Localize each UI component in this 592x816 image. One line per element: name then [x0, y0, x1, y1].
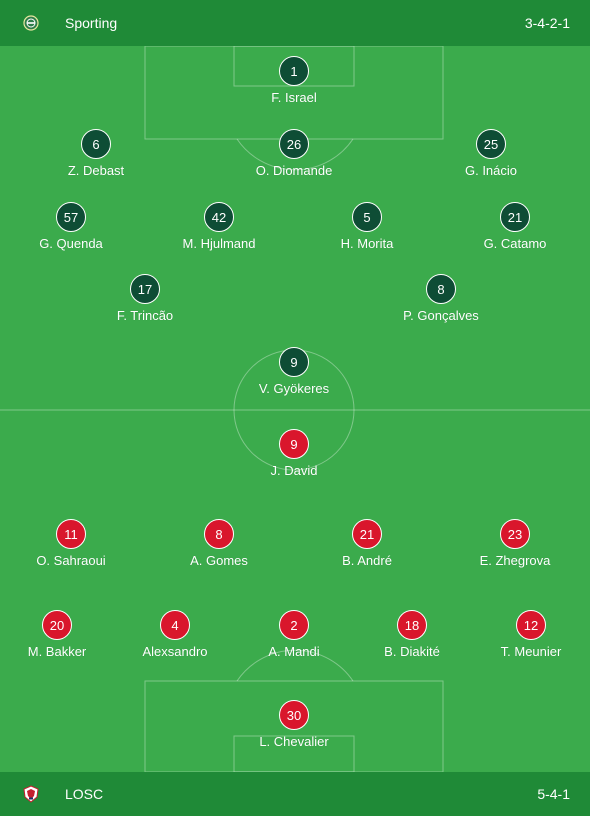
away-player-1[interactable]: 9 J. David — [234, 429, 354, 478]
away-player-9[interactable]: 18 B. Diakité — [352, 610, 472, 659]
shirt-number: 1 — [279, 56, 309, 86]
sporting-crest-icon — [22, 14, 40, 32]
player-name: L. Chevalier — [259, 734, 329, 749]
away-player-4[interactable]: 21 B. André — [307, 519, 427, 568]
shirt-number: 18 — [397, 610, 427, 640]
home-player-2[interactable]: 6 Z. Debast — [36, 129, 156, 178]
home-player-3[interactable]: 26 O. Diomande — [234, 129, 354, 178]
home-team-name: Sporting — [65, 15, 118, 31]
player-name: O. Sahraoui — [36, 553, 106, 568]
player-name: O. Diomande — [255, 163, 333, 178]
player-name: A. Gomes — [190, 553, 248, 568]
shirt-number: 2 — [279, 610, 309, 640]
shirt-number: 17 — [130, 274, 160, 304]
shirt-number: 26 — [279, 129, 309, 159]
player-name: T. Meunier — [500, 644, 562, 659]
player-name: B. Diakité — [384, 644, 440, 659]
home-player-1[interactable]: 1 F. Israel — [234, 56, 354, 105]
shirt-number: 4 — [160, 610, 190, 640]
shirt-number: 6 — [81, 129, 111, 159]
away-player-2[interactable]: 11 O. Sahraoui — [11, 519, 131, 568]
home-team-bar[interactable]: Sporting 3-4-2-1 — [0, 0, 590, 46]
away-team-formation: 5-4-1 — [537, 786, 570, 802]
shirt-number: 9 — [279, 347, 309, 377]
home-player-7[interactable]: 5 H. Morita — [307, 202, 427, 251]
shirt-number: 21 — [352, 519, 382, 549]
shirt-number: 20 — [42, 610, 72, 640]
player-name: F. Israel — [271, 90, 317, 105]
player-name: V. Gyökeres — [258, 381, 330, 396]
shirt-number: 23 — [500, 519, 530, 549]
home-player-6[interactable]: 42 M. Hjulmand — [159, 202, 279, 251]
player-name: J. David — [270, 463, 318, 478]
player-name: G. Inácio — [464, 163, 518, 178]
losc-crest-icon — [22, 785, 40, 803]
player-name: B. André — [342, 553, 392, 568]
player-name: M. Hjulmand — [182, 236, 256, 251]
player-name: M. Bakker — [27, 644, 87, 659]
home-player-10[interactable]: 8 P. Gonçalves — [381, 274, 501, 323]
player-name: E. Zhegrova — [479, 553, 551, 568]
home-player-9[interactable]: 17 F. Trincão — [85, 274, 205, 323]
away-player-8[interactable]: 2 A. Mandi — [234, 610, 354, 659]
shirt-number: 30 — [279, 700, 309, 730]
shirt-number: 11 — [56, 519, 86, 549]
player-name: A. Mandi — [268, 644, 320, 659]
player-name: H. Morita — [340, 236, 394, 251]
away-team-bar[interactable]: LOSC 5-4-1 — [0, 772, 590, 816]
shirt-number: 21 — [500, 202, 530, 232]
home-team-formation: 3-4-2-1 — [524, 15, 570, 31]
away-player-7[interactable]: 4 Alexsandro — [115, 610, 235, 659]
away-player-10[interactable]: 12 T. Meunier — [471, 610, 590, 659]
away-player-6[interactable]: 20 M. Bakker — [0, 610, 117, 659]
shirt-number: 9 — [279, 429, 309, 459]
player-name: G. Quenda — [39, 236, 103, 251]
away-team-name: LOSC — [65, 786, 104, 802]
shirt-number: 5 — [352, 202, 382, 232]
player-name: G. Catamo — [483, 236, 547, 251]
player-name: Alexsandro — [142, 644, 208, 659]
home-player-4[interactable]: 25 G. Inácio — [431, 129, 551, 178]
home-player-11[interactable]: 9 V. Gyökeres — [234, 347, 354, 396]
pitch: 1 F. Israel 6 Z. Debast 26 O. Diomande 2… — [0, 46, 590, 772]
away-player-11[interactable]: 30 L. Chevalier — [234, 700, 354, 749]
away-player-3[interactable]: 8 A. Gomes — [159, 519, 279, 568]
shirt-number: 57 — [56, 202, 86, 232]
shirt-number: 42 — [204, 202, 234, 232]
shirt-number: 8 — [426, 274, 456, 304]
player-name: Z. Debast — [67, 163, 125, 178]
away-player-5[interactable]: 23 E. Zhegrova — [455, 519, 575, 568]
home-player-8[interactable]: 21 G. Catamo — [455, 202, 575, 251]
shirt-number: 12 — [516, 610, 546, 640]
player-name: P. Gonçalves — [403, 308, 479, 323]
shirt-number: 8 — [204, 519, 234, 549]
home-player-5[interactable]: 57 G. Quenda — [11, 202, 131, 251]
shirt-number: 25 — [476, 129, 506, 159]
player-name: F. Trincão — [116, 308, 174, 323]
